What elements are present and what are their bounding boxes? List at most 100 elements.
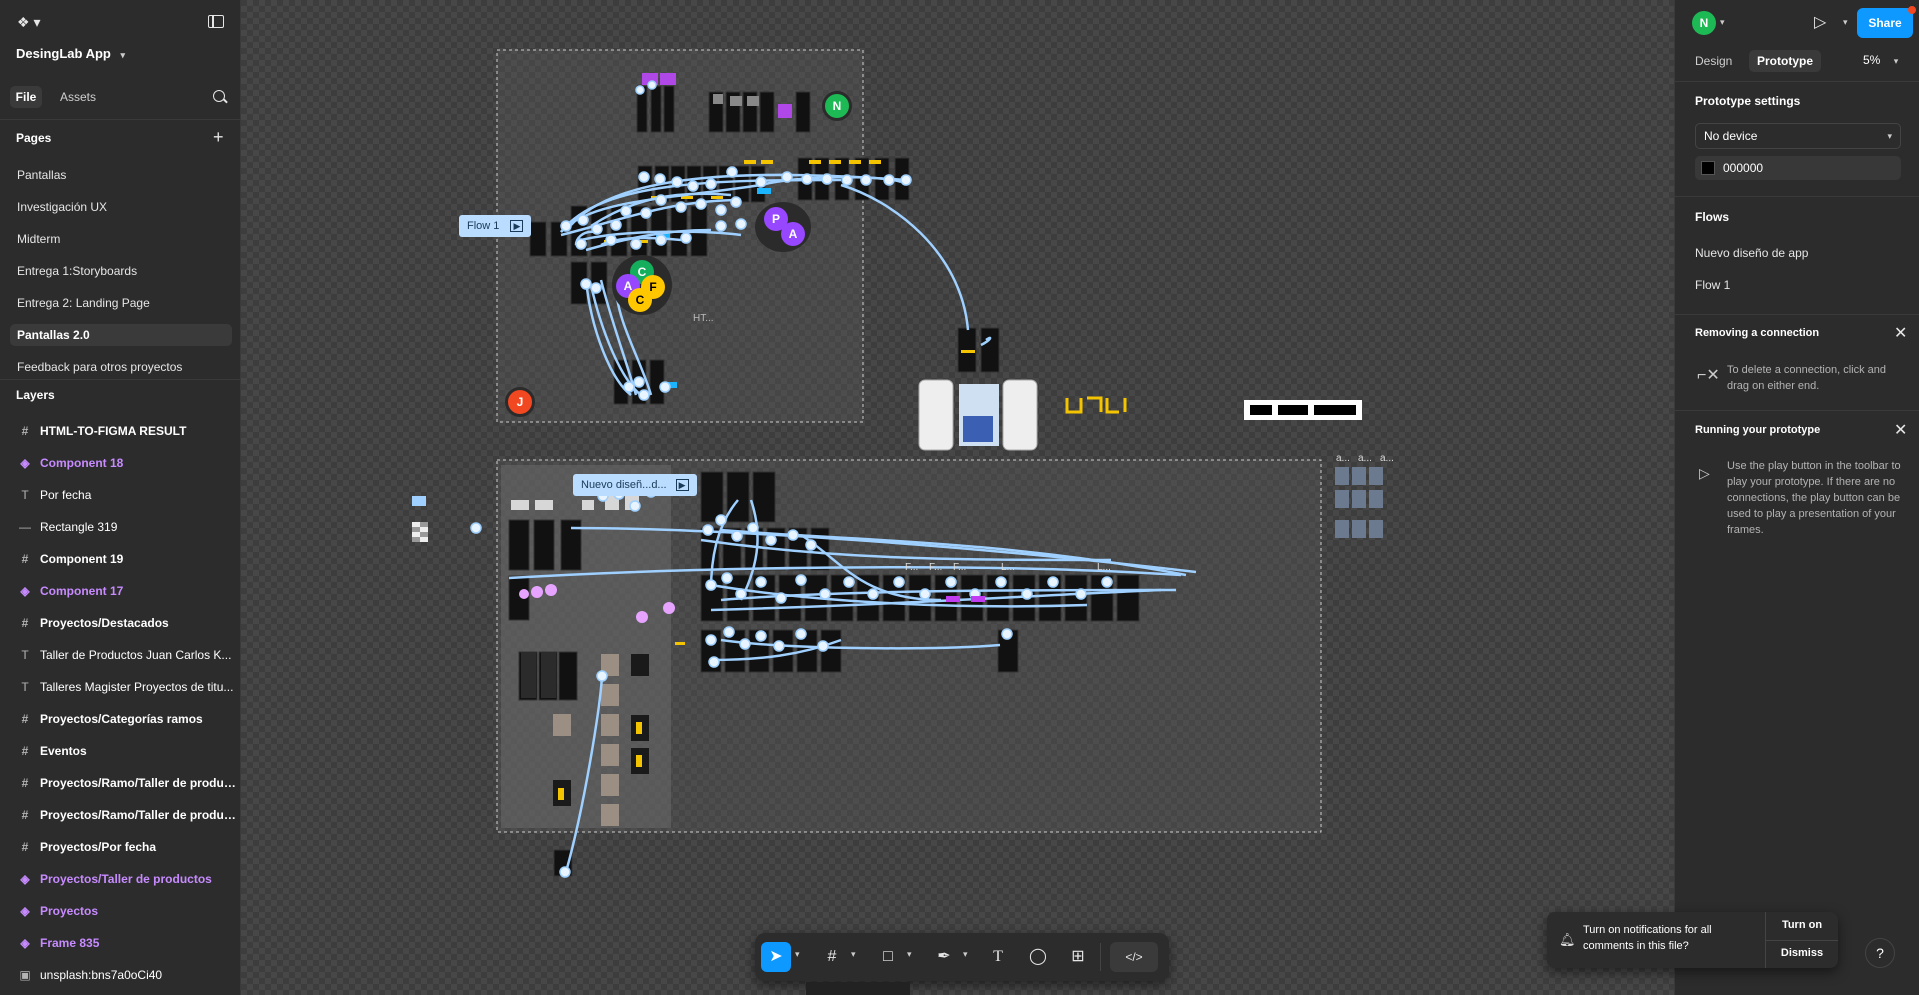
layer-item[interactable]: ◈Proyectos/Taller de productos	[10, 866, 236, 892]
frame-label: F...	[953, 562, 967, 573]
layer-item[interactable]: ◈Component 18	[10, 450, 236, 476]
layer-item[interactable]: #Proyectos/Por fecha	[10, 834, 236, 860]
chevron-down-icon[interactable]: ▾	[907, 949, 912, 959]
close-icon[interactable]: ✕	[1894, 325, 1908, 342]
dismiss-button[interactable]: Dismiss	[1780, 947, 1824, 959]
layer-item[interactable]: ▣unsplash:bns7a0oCi40	[10, 962, 236, 988]
rectangle-tool-button[interactable]: □	[883, 948, 893, 965]
dev-mode-button[interactable]: </>	[1110, 942, 1158, 972]
flow-2-chip[interactable]: Nuevo diseñ...d... ▶	[573, 474, 697, 496]
play-flow-icon[interactable]: ▶	[675, 479, 689, 491]
chevron-down-icon[interactable]: ▾	[851, 949, 856, 959]
canvas[interactable]: Flow 1 ▶ Nuevo diseñ...d... ▶ HT... F...…	[241, 0, 1674, 995]
collaborator-avatar[interactable]: J	[505, 387, 535, 417]
zoom-control[interactable]: 5% ▾	[1863, 53, 1898, 67]
comment-tool-button[interactable]: ◯	[1029, 948, 1047, 965]
play-flow-icon[interactable]: ▶	[510, 220, 524, 232]
frame-label: F...	[929, 562, 943, 573]
logo-graphics	[1065, 396, 1362, 420]
tab-prototype[interactable]: Prototype	[1749, 50, 1822, 72]
layers-title: Layers	[16, 388, 55, 402]
page-item-selected[interactable]: Pantallas 2.0	[10, 324, 232, 346]
chevron-down-icon: ▾	[120, 50, 126, 60]
flow-item[interactable]: Flow 1	[1695, 278, 1731, 292]
layer-item[interactable]: T Por fecha	[10, 482, 236, 508]
layer-item[interactable]: #Eventos	[10, 738, 236, 764]
layer-label: Frame 835	[40, 936, 100, 950]
layer-label: Proyectos/Categorías ramos	[40, 712, 203, 726]
layer-item[interactable]: ◈Proyectos	[10, 898, 236, 924]
resources-tool-button[interactable]: ⊞	[1071, 948, 1085, 965]
add-page-icon[interactable]: +	[213, 127, 224, 147]
color-swatch[interactable]	[1701, 161, 1715, 175]
frame-tool-button[interactable]: #	[827, 948, 837, 965]
chevron-down-icon[interactable]: ▾	[963, 949, 968, 959]
layer-item[interactable]: —Rectangle 319	[10, 514, 236, 540]
figma-menu-icon[interactable]: ❖ ▾	[17, 14, 41, 30]
layer-label: Talleres Magister Proyectos de titu...	[40, 680, 234, 694]
layer-label: Proyectos/Destacados	[40, 616, 169, 630]
phone-mockups	[918, 379, 1038, 451]
pen-tool-button[interactable]: ✒	[937, 948, 951, 965]
notification-toast: 🔔︎ Turn on notifications for all comment…	[1547, 912, 1838, 968]
page-item[interactable]: Pantallas	[17, 168, 67, 182]
chevron-down-icon[interactable]: ▾	[795, 949, 800, 959]
sidebar-toggle-icon[interactable]	[208, 15, 224, 28]
canvas-drawing	[412, 49, 1383, 878]
frame-icon: #	[21, 424, 29, 438]
layer-label: Proyectos/Ramo/Taller de produc...	[40, 776, 236, 790]
frame-label: L...	[1001, 562, 1015, 573]
collaborator-avatar[interactable]: A	[781, 222, 805, 246]
flow-2-label: Nuevo diseñ...d...	[581, 479, 667, 491]
collaborator-avatar[interactable]: P	[764, 207, 788, 231]
tab-design[interactable]: Design	[1695, 54, 1733, 68]
device-select[interactable]: No device ▾	[1695, 123, 1901, 149]
flow-1-chip[interactable]: Flow 1 ▶	[459, 215, 532, 237]
text-tool-button[interactable]: T	[993, 948, 1003, 965]
layer-item[interactable]: #Proyectos/Destacados	[10, 610, 236, 636]
layer-item[interactable]: #Proyectos/Categorías ramos	[10, 706, 236, 732]
layer-item[interactable]: ◈Frame 835	[10, 930, 236, 956]
device-value: No device	[1704, 129, 1758, 143]
tab-assets[interactable]: Assets	[60, 90, 97, 104]
page-item[interactable]: Feedback para otros proyectos	[17, 360, 183, 374]
collaborator-avatar[interactable]: N	[822, 91, 852, 121]
move-tool-button[interactable]: ➤	[761, 942, 791, 972]
layer-label: Rectangle 319	[40, 520, 118, 534]
layer-item[interactable]: ◈Component 17	[10, 578, 236, 604]
layer-item[interactable]: #Proyectos/Ramo/Taller de produc...	[10, 802, 236, 828]
page-item[interactable]: Midterm	[17, 232, 61, 246]
share-button[interactable]: Share	[1857, 8, 1913, 38]
layer-item[interactable]: #HTML-TO-FIGMA RESULT	[10, 418, 236, 444]
left-panel: ❖ ▾ DesingLab App ▾ File Assets Pages + …	[0, 0, 241, 995]
text-icon: T	[21, 488, 29, 502]
layer-item[interactable]: #Component 19	[10, 546, 236, 572]
file-name[interactable]: DesingLab App ▾	[16, 46, 125, 61]
turn-on-button[interactable]: Turn on	[1781, 919, 1823, 931]
chevron-down-icon[interactable]: ▾	[1843, 17, 1848, 27]
page-item[interactable]: Entrega 2: Landing Page	[17, 296, 150, 310]
canvas-minimap-strip	[806, 982, 910, 995]
right-panel: N ▾ ▷ ▾ Share Design Prototype 5% ▾ Prot…	[1674, 0, 1919, 995]
frame-label: a...	[1336, 453, 1350, 464]
page-item[interactable]: Entrega 1:Storyboards	[17, 264, 138, 278]
layer-item[interactable]: #Proyectos/Ramo/Taller de produc...	[10, 770, 236, 796]
tip-text: Use the play button in the toolbar to pl…	[1727, 460, 1901, 536]
close-icon[interactable]: ✕	[1894, 422, 1908, 439]
page-item[interactable]: Investigación UX	[17, 200, 108, 214]
help-button[interactable]: ?	[1865, 938, 1895, 968]
layer-label: Por fecha	[40, 488, 92, 502]
tab-file[interactable]: File	[10, 86, 42, 108]
collaborator-avatar[interactable]: C	[628, 288, 652, 312]
play-outline-icon[interactable]: ▷	[1814, 14, 1827, 31]
flow-item[interactable]: Nuevo diseño de app	[1695, 246, 1809, 260]
user-avatar[interactable]: N	[1692, 11, 1716, 35]
disconnect-icon: ⌐✕	[1697, 367, 1720, 384]
background-color-field[interactable]: 000000	[1695, 156, 1901, 180]
chevron-down-icon[interactable]: ▾	[1720, 17, 1725, 27]
search-icon[interactable]	[213, 90, 228, 104]
divider	[1675, 314, 1919, 315]
image-icon: ▣	[19, 968, 31, 982]
